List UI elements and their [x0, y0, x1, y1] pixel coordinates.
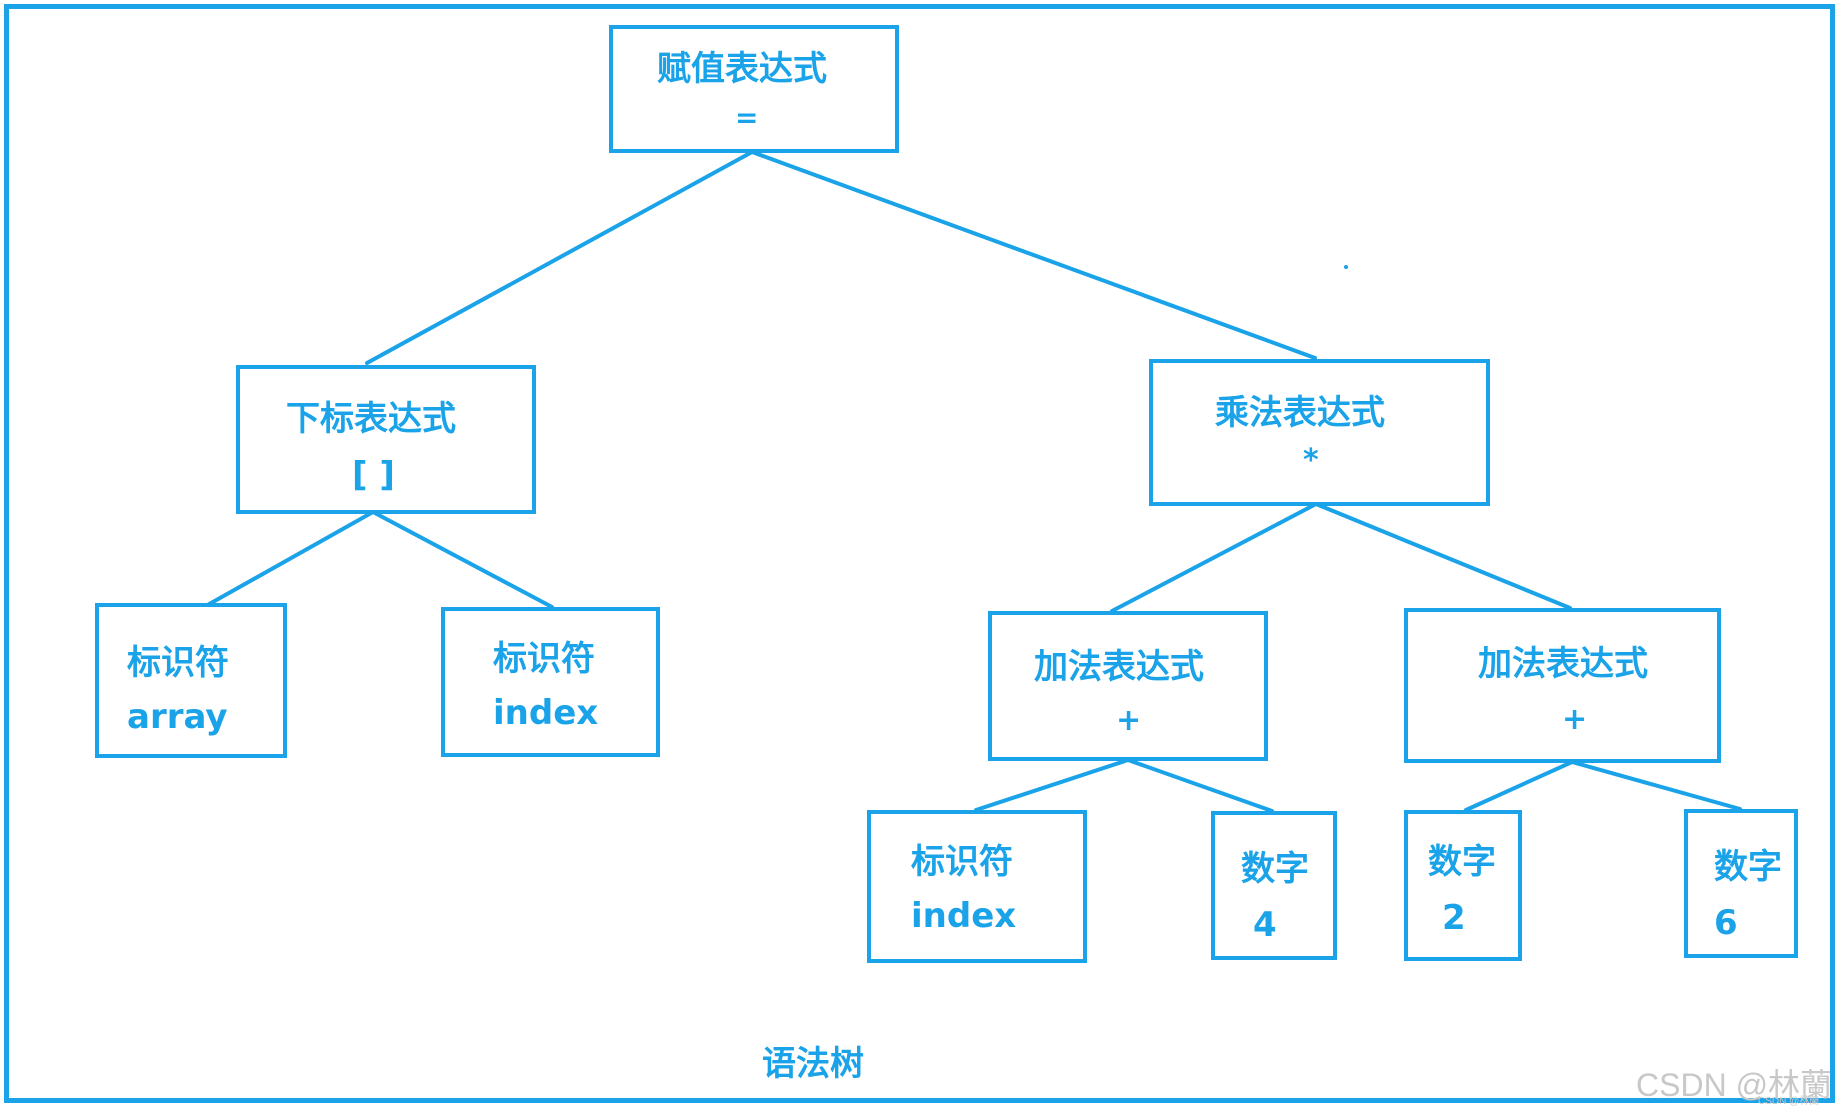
edge-addright-num6: [1570, 760, 1742, 811]
node-operator-label: *: [1303, 443, 1319, 478]
node-value-label: 2: [1442, 898, 1466, 938]
node-identifier-index: 标识符 index: [441, 607, 660, 757]
node-type-label: 标识符: [127, 643, 229, 683]
node-value-label: 4: [1253, 905, 1277, 945]
node-subscript-expression: 下标表达式 [ ]: [236, 365, 536, 514]
node-operator-label: [ ]: [352, 455, 395, 495]
node-multiply-expression: 乘法表达式 *: [1149, 359, 1490, 506]
node-number-6: 数字 6: [1684, 809, 1798, 958]
node-identifier-array: 标识符 array: [95, 603, 287, 758]
node-operator-label: +: [1116, 703, 1142, 738]
node-type-label: 加法表达式: [1034, 647, 1204, 687]
node-value-label: array: [127, 697, 228, 737]
node-type-label: 乘法表达式: [1215, 393, 1385, 433]
node-number-4: 数字 4: [1211, 811, 1337, 960]
node-type-label: 数字: [1241, 849, 1309, 889]
node-identifier-index-2: 标识符 index: [867, 810, 1087, 963]
node-type-label: 下标表达式: [286, 399, 456, 439]
node-add-expression-right: 加法表达式 +: [1404, 608, 1721, 763]
node-type-label: 数字: [1428, 842, 1496, 882]
node-number-2: 数字 2: [1404, 810, 1522, 961]
edge-multiply-addright: [1314, 502, 1572, 610]
node-type-label: 标识符: [911, 842, 1013, 882]
node-operator-label: =: [735, 101, 759, 134]
node-type-label: 数字: [1714, 847, 1782, 887]
edge-subscript-index: [371, 510, 554, 609]
watermark-small: CSDN @林蘭: [1758, 1096, 1820, 1107]
node-operator-label: +: [1562, 702, 1588, 737]
watermark: CSDN @林蘭: [1636, 1067, 1833, 1103]
node-value-label: 6: [1714, 903, 1738, 943]
node-value-label: index: [911, 896, 1017, 936]
edge-addright-num2: [1464, 760, 1574, 812]
edge-addleft-index2: [974, 758, 1130, 812]
stray-dot: [1344, 265, 1348, 269]
node-assign-expression: 赋值表达式 =: [609, 25, 899, 153]
node-type-label: 赋值表达式: [657, 49, 827, 89]
edge-assign-subscript: [365, 150, 754, 365]
node-add-expression-left: 加法表达式 +: [988, 611, 1268, 761]
edge-subscript-array: [202, 510, 375, 609]
edge-addleft-num4: [1126, 758, 1274, 813]
node-type-label: 标识符: [493, 639, 595, 679]
node-type-label: 加法表达式: [1478, 644, 1648, 684]
edge-assign-multiply: [750, 150, 1317, 360]
diagram-frame: [4, 4, 1835, 1103]
node-value-label: index: [493, 693, 599, 733]
edge-multiply-addleft: [1110, 502, 1318, 613]
diagram-caption: 语法树: [762, 1044, 864, 1084]
